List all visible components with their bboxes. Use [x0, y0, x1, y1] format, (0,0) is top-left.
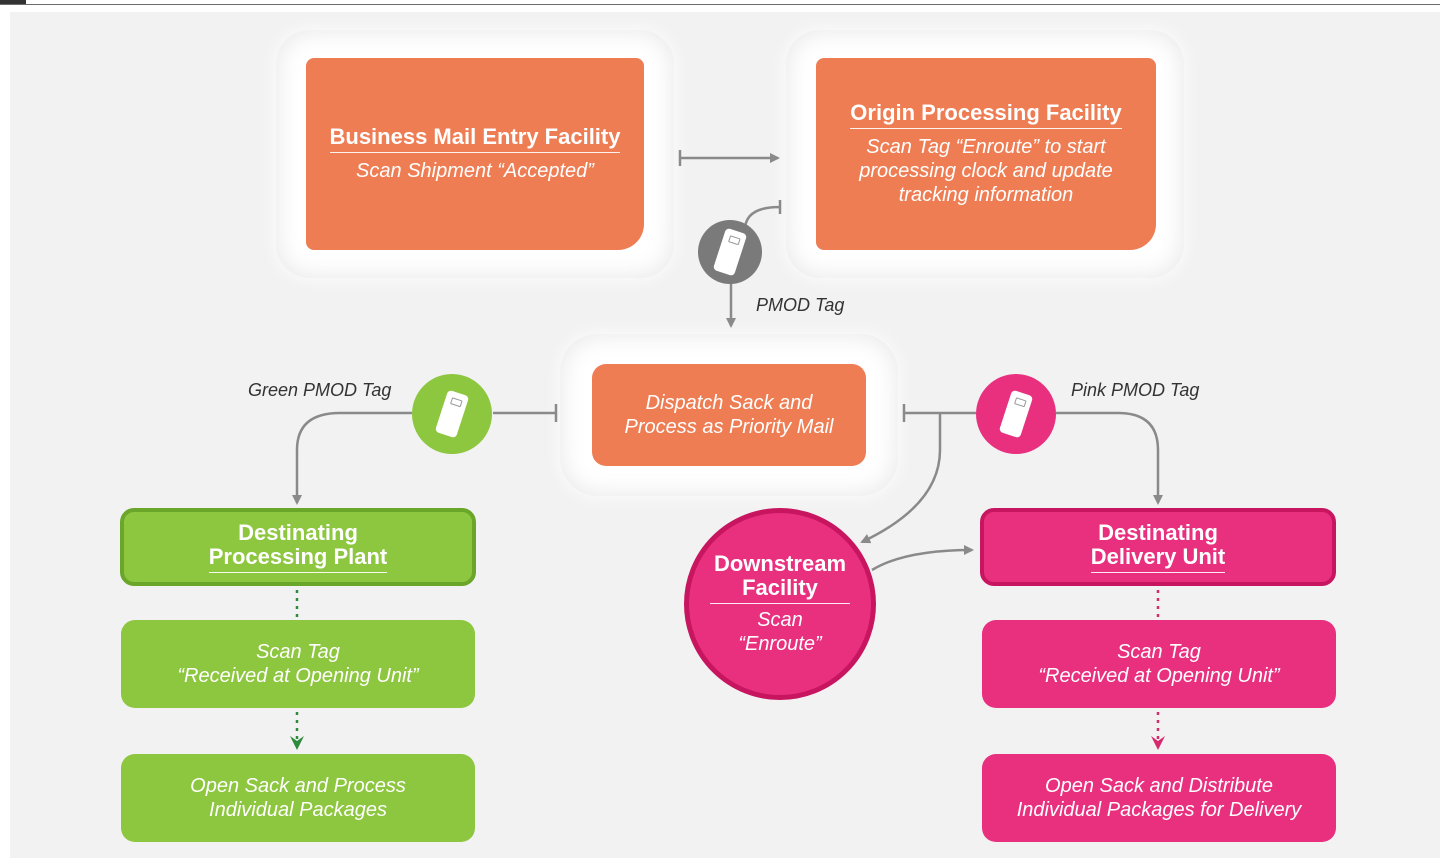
delivery-title-line: Delivery Unit [1090, 544, 1226, 569]
pmod-tag-icon [698, 220, 762, 284]
scan-received-right-box: Scan Tag “Received at Opening Unit” [982, 620, 1336, 708]
green-pmod-tag-icon [412, 374, 492, 454]
pink-pmod-tag-icon [976, 374, 1056, 454]
origin-subtitle: Scan Tag “Enroute” to start processing c… [859, 135, 1113, 207]
downstream-sub-line: “Enroute” [738, 633, 822, 655]
business-mail-title: Business Mail Entry Facility [329, 125, 621, 153]
green-pmod-tag-label: Green PMOD Tag [248, 380, 392, 400]
arrow-downstream-to-delivery [871, 545, 974, 572]
business-mail-subtitle: Scan Shipment “Accepted” [356, 160, 594, 182]
downstream-title-line: Facility [742, 575, 818, 600]
header-rule [0, 4, 1440, 5]
scan-right-line: Scan Tag [1117, 641, 1201, 663]
pmod-tag-label: PMOD Tag [756, 295, 845, 315]
origin-subtitle-line: Scan Tag “Enroute” to start [866, 136, 1106, 158]
scan-left-line: “Received at Opening Unit” [177, 665, 419, 687]
delivery-title-line: Destinating [1098, 520, 1218, 545]
scan-left-line: Scan Tag [256, 641, 340, 663]
downstream-title-line: Downstream [713, 551, 847, 576]
open-sack-right-box: Open Sack and Distribute Individual Pack… [982, 754, 1336, 842]
open-sack-left-text: Open Sack and Process Individual Package… [190, 774, 406, 822]
origin-processing-box: Origin Processing Facility Scan Tag “Enr… [816, 58, 1156, 250]
header-tab [0, 0, 26, 5]
dispatch-box: Dispatch Sack and Process as Priority Ma… [592, 364, 866, 466]
dispatch-line: Process as Priority Mail [624, 416, 834, 438]
open-right-line: Individual Packages for Delivery [1016, 799, 1302, 821]
plant-title-line: Processing Plant [208, 544, 388, 569]
scan-received-left-box: Scan Tag “Received at Opening Unit” [121, 620, 475, 708]
arrow-green-to-plant [292, 411, 412, 505]
delivery-unit-title: Destinating Delivery Unit [1090, 520, 1226, 573]
arrow-dispatch-to-downstream [860, 413, 942, 544]
arrow-pink-to-delivery [1056, 411, 1163, 505]
downstream-sub-line: Scan [757, 609, 803, 631]
destinating-delivery-unit-box: Destinating Delivery Unit [980, 508, 1336, 586]
origin-subtitle-line: processing clock and update [859, 160, 1113, 182]
open-right-line: Open Sack and Distribute [1045, 775, 1273, 797]
origin-title: Origin Processing Facility [850, 101, 1122, 129]
pink-pmod-tag-label: Pink PMOD Tag [1071, 380, 1200, 400]
scan-received-right-text: Scan Tag “Received at Opening Unit” [1038, 640, 1279, 688]
business-mail-entry-box: Business Mail Entry Facility Scan Shipme… [306, 58, 644, 250]
open-sack-right-text: Open Sack and Distribute Individual Pack… [1017, 774, 1302, 822]
processing-plant-title: Destinating Processing Plant [208, 520, 388, 573]
dispatch-line: Dispatch Sack and [645, 392, 813, 414]
dispatch-text: Dispatch Sack and Process as Priority Ma… [625, 391, 834, 439]
open-left-line: Open Sack and Process [190, 775, 406, 797]
downstream-sub: Scan “Enroute” [738, 608, 821, 656]
open-left-line: Individual Packages [209, 799, 387, 821]
scan-right-line: “Received at Opening Unit” [1038, 665, 1280, 687]
downstream-facility-circle: Downstream Facility Scan “Enroute” [684, 508, 876, 700]
downstream-title: Downstream Facility [709, 551, 851, 604]
origin-subtitle-line: tracking information [898, 184, 1074, 206]
destinating-processing-plant-box: Destinating Processing Plant [120, 508, 476, 586]
plant-title-line: Destinating [238, 520, 358, 545]
scan-received-left-text: Scan Tag “Received at Opening Unit” [177, 640, 418, 688]
open-sack-left-box: Open Sack and Process Individual Package… [121, 754, 475, 842]
